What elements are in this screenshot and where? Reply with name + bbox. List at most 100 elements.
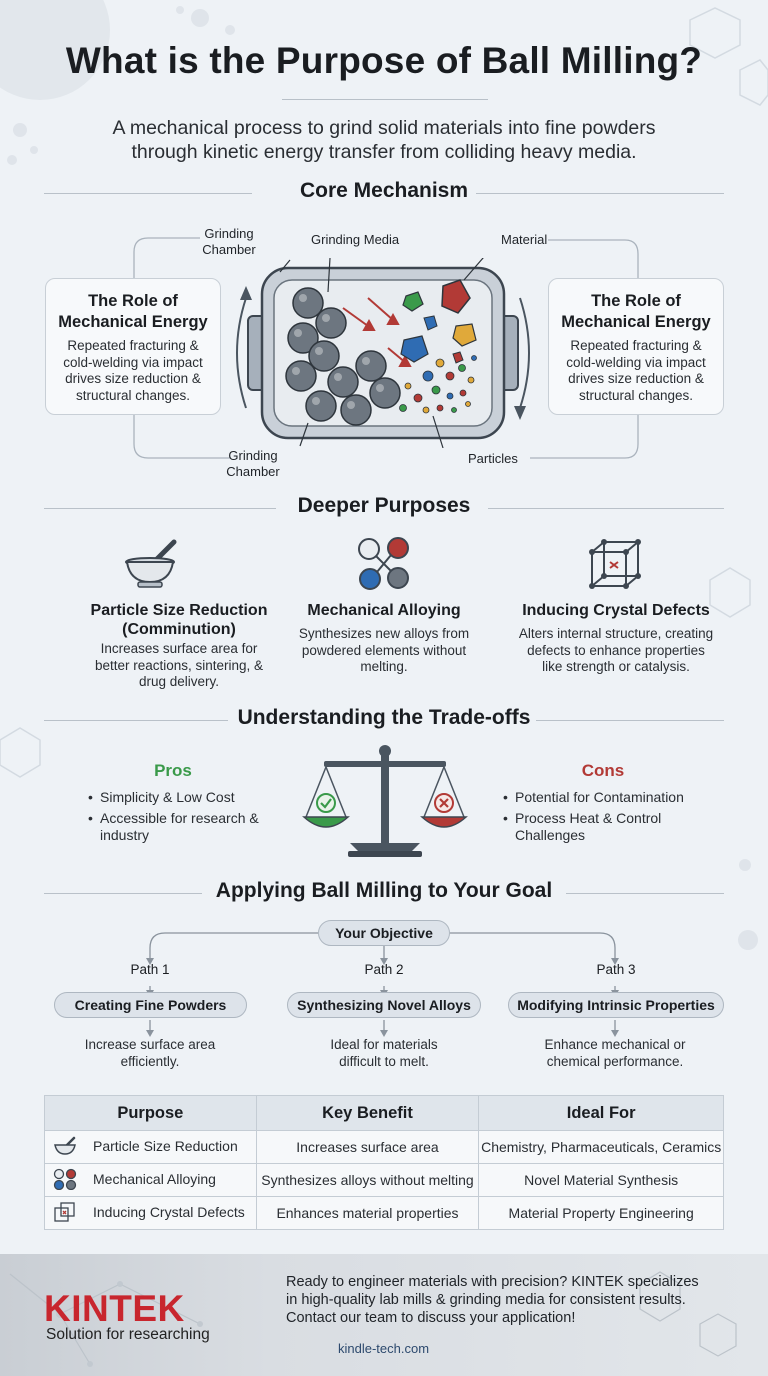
objective-pill: Your Objective [318, 920, 450, 946]
grinding-chamber-label-bottom: Grinding Chamber [217, 448, 289, 480]
mechanical-energy-card-right: The Role of Mechanical Energy Repeated f… [548, 278, 724, 415]
cons-item: Process Heat & Control [503, 810, 723, 827]
mortar-pestle-icon [54, 1136, 76, 1155]
path-3-text: Enhance mechanical or chemical performan… [515, 1037, 715, 1070]
table-row: Mechanical Alloying Synthesizes alloys w… [44, 1163, 724, 1197]
purpose-title: Particle Size Reduction [90, 602, 268, 619]
kintek-logo: KINTEK [44, 1288, 185, 1329]
grinding-media-label: Grinding Media [311, 232, 400, 247]
purpose-text-line: Synthesizes new alloys from [298, 626, 470, 641]
core-mechanism-heading: Core Mechanism [44, 179, 724, 209]
table-cell: Novel Material Synthesis [478, 1163, 724, 1197]
call-to-action: Ready to engineer materials with precisi… [286, 1273, 736, 1327]
path-text-line: Enhance mechanical or [544, 1037, 686, 1052]
particles-label: Particles [468, 451, 518, 466]
website-link[interactable]: kindle-tech.com [338, 1341, 430, 1356]
pros-item: Simplicity & Low Cost [88, 789, 288, 806]
purpose-title: Inducing Crystal Defects [522, 602, 710, 619]
subtitle-line: through kinetic energy transfer from col… [131, 141, 637, 163]
label-line: Chamber [202, 242, 256, 257]
purpose-text: Increases surface area for better reacti… [54, 641, 304, 691]
path-3-pill: Modifying Intrinsic Properties [508, 992, 724, 1018]
label-line: Grinding [204, 226, 254, 241]
card-text-line: drives size reduction & [65, 371, 201, 386]
table-cell: Material Property Engineering [478, 1196, 724, 1230]
path-2-pill: Synthesizing Novel Alloys [287, 992, 481, 1018]
card-title: Mechanical Energy [561, 313, 711, 331]
card-text-line: Repeated fracturing & [570, 338, 702, 353]
path-text-line: Increase surface area [84, 1037, 216, 1052]
card-title: The Role of [591, 292, 681, 310]
path-text-line: chemical performance. [546, 1053, 684, 1069]
card-text-line: drives size reduction & [568, 371, 704, 386]
cons-title: Cons [581, 761, 625, 780]
path-text-line: Ideal for materials [330, 1037, 438, 1052]
grinding-chamber-label-top: Grinding Chamber [193, 226, 265, 258]
title-divider [282, 99, 488, 100]
table-cell: Particle Size Reduction [44, 1130, 257, 1164]
purpose-particle-size-reduction: Particle Size Reduction (Comminution) In… [54, 601, 304, 691]
card-text-line: Repeated fracturing & [67, 338, 199, 353]
summary-table-wrapper: Purpose Key Benefit Ideal For Particle S… [44, 1095, 724, 1230]
rotation-arrow-icon [240, 286, 252, 300]
tradeoffs-heading: Understanding the Trade-offs [44, 706, 724, 736]
section-title: Understanding the Trade-offs [237, 706, 531, 729]
purpose-text-line: defects to enhance properties [527, 642, 705, 658]
card-text-line: structural changes. [75, 387, 191, 403]
footer-banner [0, 1254, 768, 1376]
pros-list: Pros Simplicity & Low Cost Accessible fo… [88, 761, 288, 844]
deeper-purposes-heading: Deeper Purposes [44, 494, 724, 524]
table-cell: Inducing Crystal Defects [44, 1196, 257, 1230]
core-connectors [133, 237, 639, 459]
path-2-text: Ideal for materials difficult to melt. [284, 1037, 484, 1070]
ball-mill-drum-illustration [236, 258, 530, 448]
purpose-mechanical-alloying: Mechanical Alloying Synthesizes new allo… [264, 601, 504, 676]
card-text-line: cold-welding via impact [566, 354, 706, 370]
purpose-text-line: Increases surface area for [100, 641, 258, 656]
table-row: Inducing Crystal Defects Enhances materi… [44, 1196, 724, 1230]
table-row: Particle Size Reduction Increases surfac… [44, 1130, 724, 1164]
page-title: What is the Purpose of Ball Milling? [65, 40, 703, 81]
section-title: Applying Ball Milling to Your Goal [215, 879, 553, 902]
section-title: Deeper Purposes [297, 494, 471, 517]
card-title: The Role of [88, 292, 178, 310]
rotation-arrow-icon [519, 297, 530, 409]
path-1-text: Increase surface area efficiently. [50, 1037, 250, 1070]
subtitle-line: A mechanical process to grind solid mate… [112, 117, 656, 139]
crystal-lattice-icon [54, 1201, 75, 1222]
mechanical-energy-card-left: The Role of Mechanical Energy Repeated f… [45, 278, 221, 415]
purpose-title: Mechanical Alloying [307, 602, 461, 619]
mortar-pestle-icon [125, 539, 177, 588]
purpose-text-line: melting. [360, 659, 408, 674]
cons-item-continued: Challenges [515, 827, 586, 843]
alloy-molecules-icon [358, 537, 409, 590]
purpose-text: Alters internal structure, creating defe… [496, 626, 736, 676]
path-1-pill: Creating Fine Powders [54, 992, 247, 1018]
pros-item: Accessible for research & [88, 810, 288, 827]
purpose-text-line: powdered elements without [301, 642, 467, 658]
alloy-molecules-icon [53, 1168, 77, 1190]
cta-line: Contact our team to discuss your applica… [286, 1310, 576, 1326]
crystal-lattice-icon [589, 539, 641, 589]
table-cell-text: Particle Size Reduction [93, 1137, 238, 1154]
cons-item: Potential for Contamination [503, 789, 723, 806]
table-cell: Mechanical Alloying [44, 1163, 257, 1197]
goal-flow-connectors [146, 932, 619, 1037]
card-title: Mechanical Energy [58, 313, 208, 331]
cons-list: Cons Potential for Contamination Process… [503, 761, 723, 844]
table-header-row: Purpose Key Benefit Ideal For [44, 1095, 724, 1131]
page-subtitle: A mechanical process to grind solid mate… [84, 116, 684, 164]
path-2-label: Path 2 [364, 962, 404, 977]
label-line: Grinding [228, 448, 278, 463]
purpose-text-line: drug delivery. [138, 674, 220, 689]
summary-table: Purpose Key Benefit Ideal For Particle S… [44, 1095, 724, 1230]
card-text-line: structural changes. [578, 387, 694, 403]
rotation-arrow-icon [514, 406, 526, 420]
path-text-line: efficiently. [120, 1053, 180, 1069]
table-cell: Increases surface area [255, 1130, 480, 1164]
card-text: Repeated fracturing & cold-welding via i… [46, 338, 220, 404]
section-title: Core Mechanism [299, 179, 469, 202]
purpose-text-line: Alters internal structure, creating [518, 626, 714, 641]
table-header: Purpose [44, 1095, 257, 1131]
table-cell: Enhances material properties [255, 1196, 480, 1230]
